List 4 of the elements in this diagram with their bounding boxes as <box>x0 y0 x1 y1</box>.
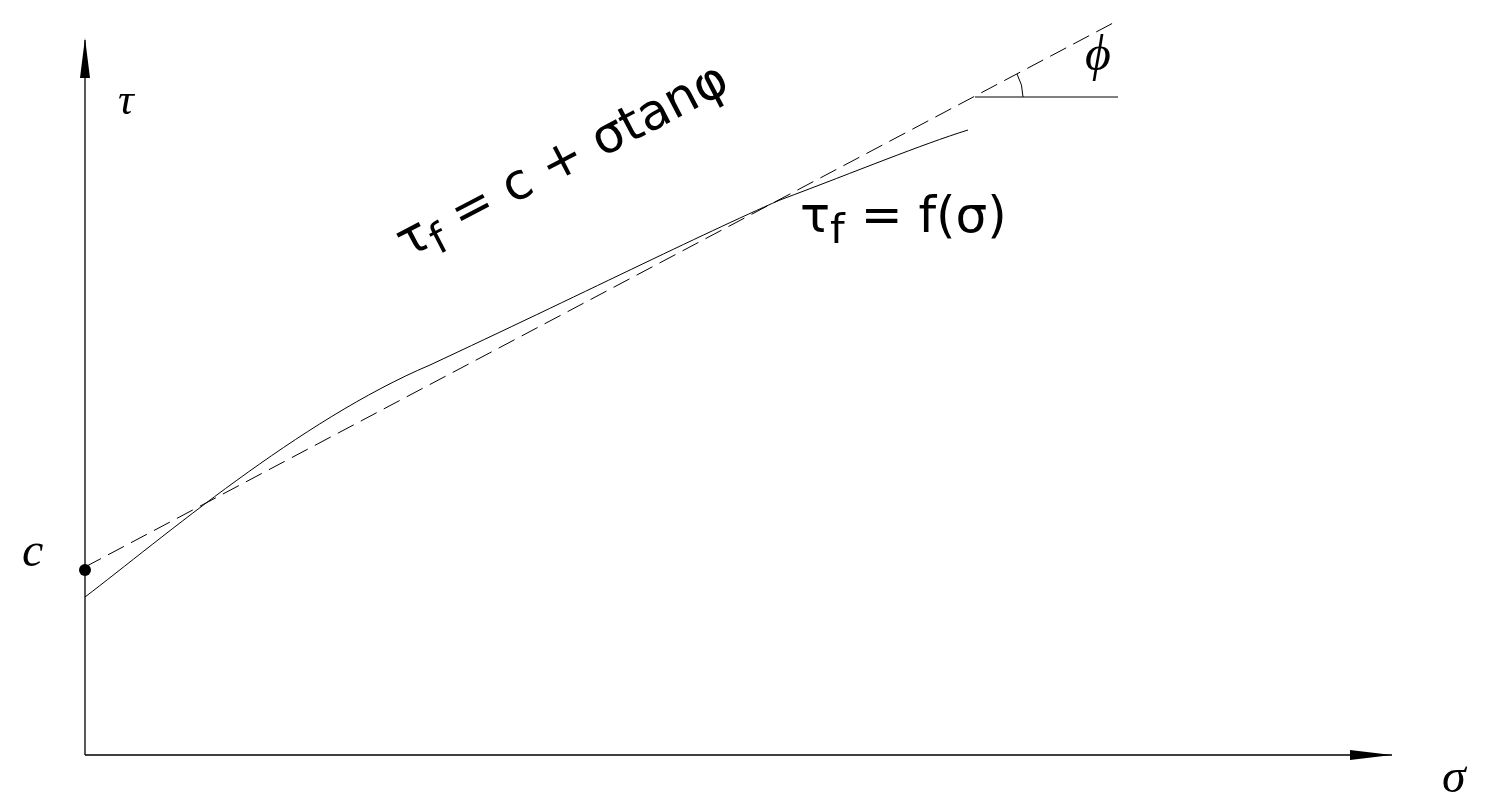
intercept-label: c <box>22 526 44 574</box>
axis-label: τ <box>118 78 134 122</box>
equation-label: τ$_{f}$ = f(σ) <box>800 190 1007 250</box>
axis-label: σ <box>1442 752 1466 800</box>
